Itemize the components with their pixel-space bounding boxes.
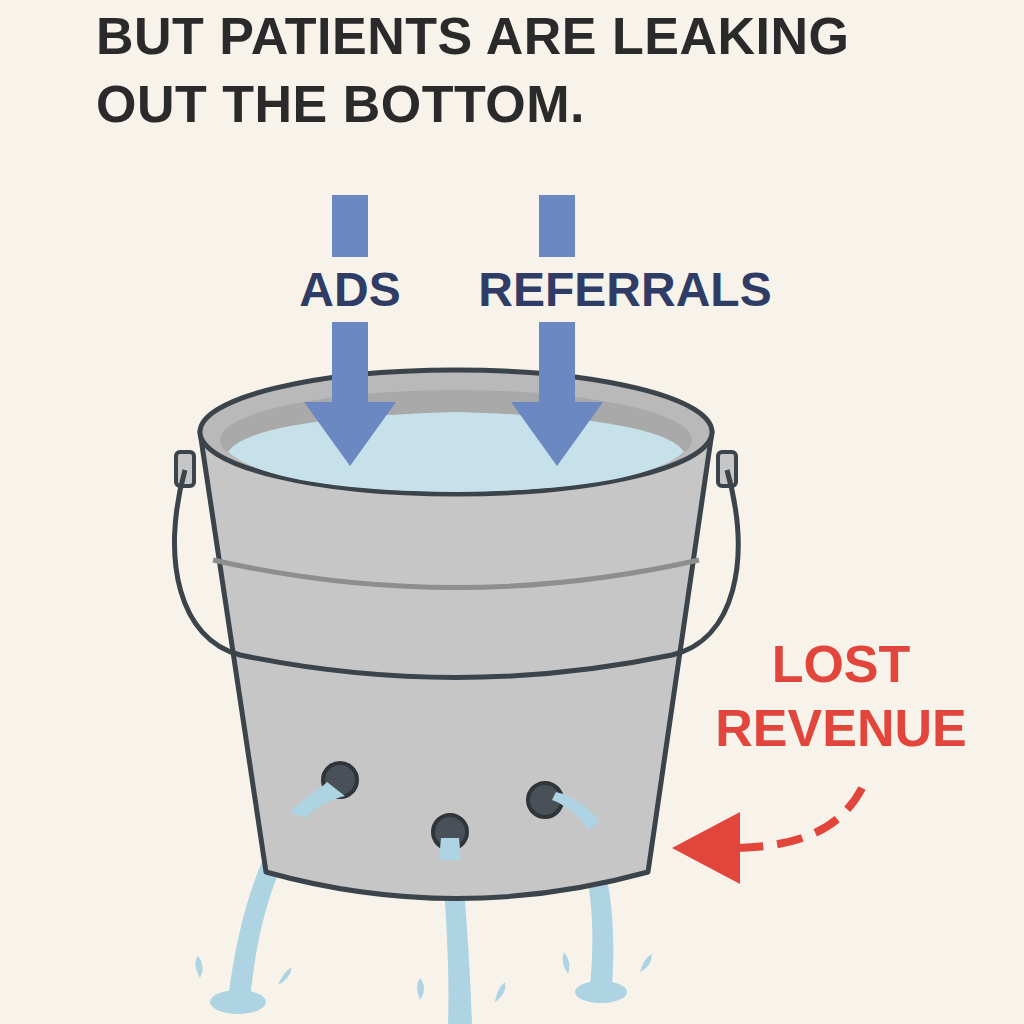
drop (563, 952, 570, 974)
puddle (575, 981, 627, 1003)
holes (323, 763, 562, 849)
lost-arrow-line (738, 788, 862, 848)
bucket-body (200, 432, 712, 899)
handle-ear (176, 452, 194, 486)
stream-start (552, 792, 600, 830)
drop (640, 954, 652, 972)
drop (195, 956, 202, 978)
arrow-head (511, 402, 603, 466)
title: BUT PATIENTS ARE LEAKING OUT THE BOTTOM. (96, 2, 936, 138)
arrow-shaft (332, 195, 368, 257)
arrow-shaft (539, 195, 575, 257)
drop (417, 978, 424, 1000)
inflow-label: ADS (270, 262, 430, 318)
bucket-rim (200, 370, 712, 494)
water-surface (228, 412, 684, 492)
bucket-band (213, 560, 699, 588)
drop (278, 967, 292, 985)
drop (495, 982, 505, 1002)
arrow-shaft (332, 322, 368, 404)
inflow-label: REFERRALS (460, 262, 790, 318)
stream-start (290, 782, 345, 818)
loss-label: LOST REVENUE (696, 632, 986, 760)
handle-ear (718, 452, 736, 486)
arrow-head (304, 402, 396, 466)
inflow-arrows (304, 195, 603, 466)
stream-start (439, 838, 461, 860)
puddle (210, 990, 266, 1014)
arrow-shaft (539, 322, 575, 404)
stream-starts (290, 782, 600, 860)
bucket-handle (174, 470, 738, 678)
lost-arrow-head (672, 812, 740, 884)
